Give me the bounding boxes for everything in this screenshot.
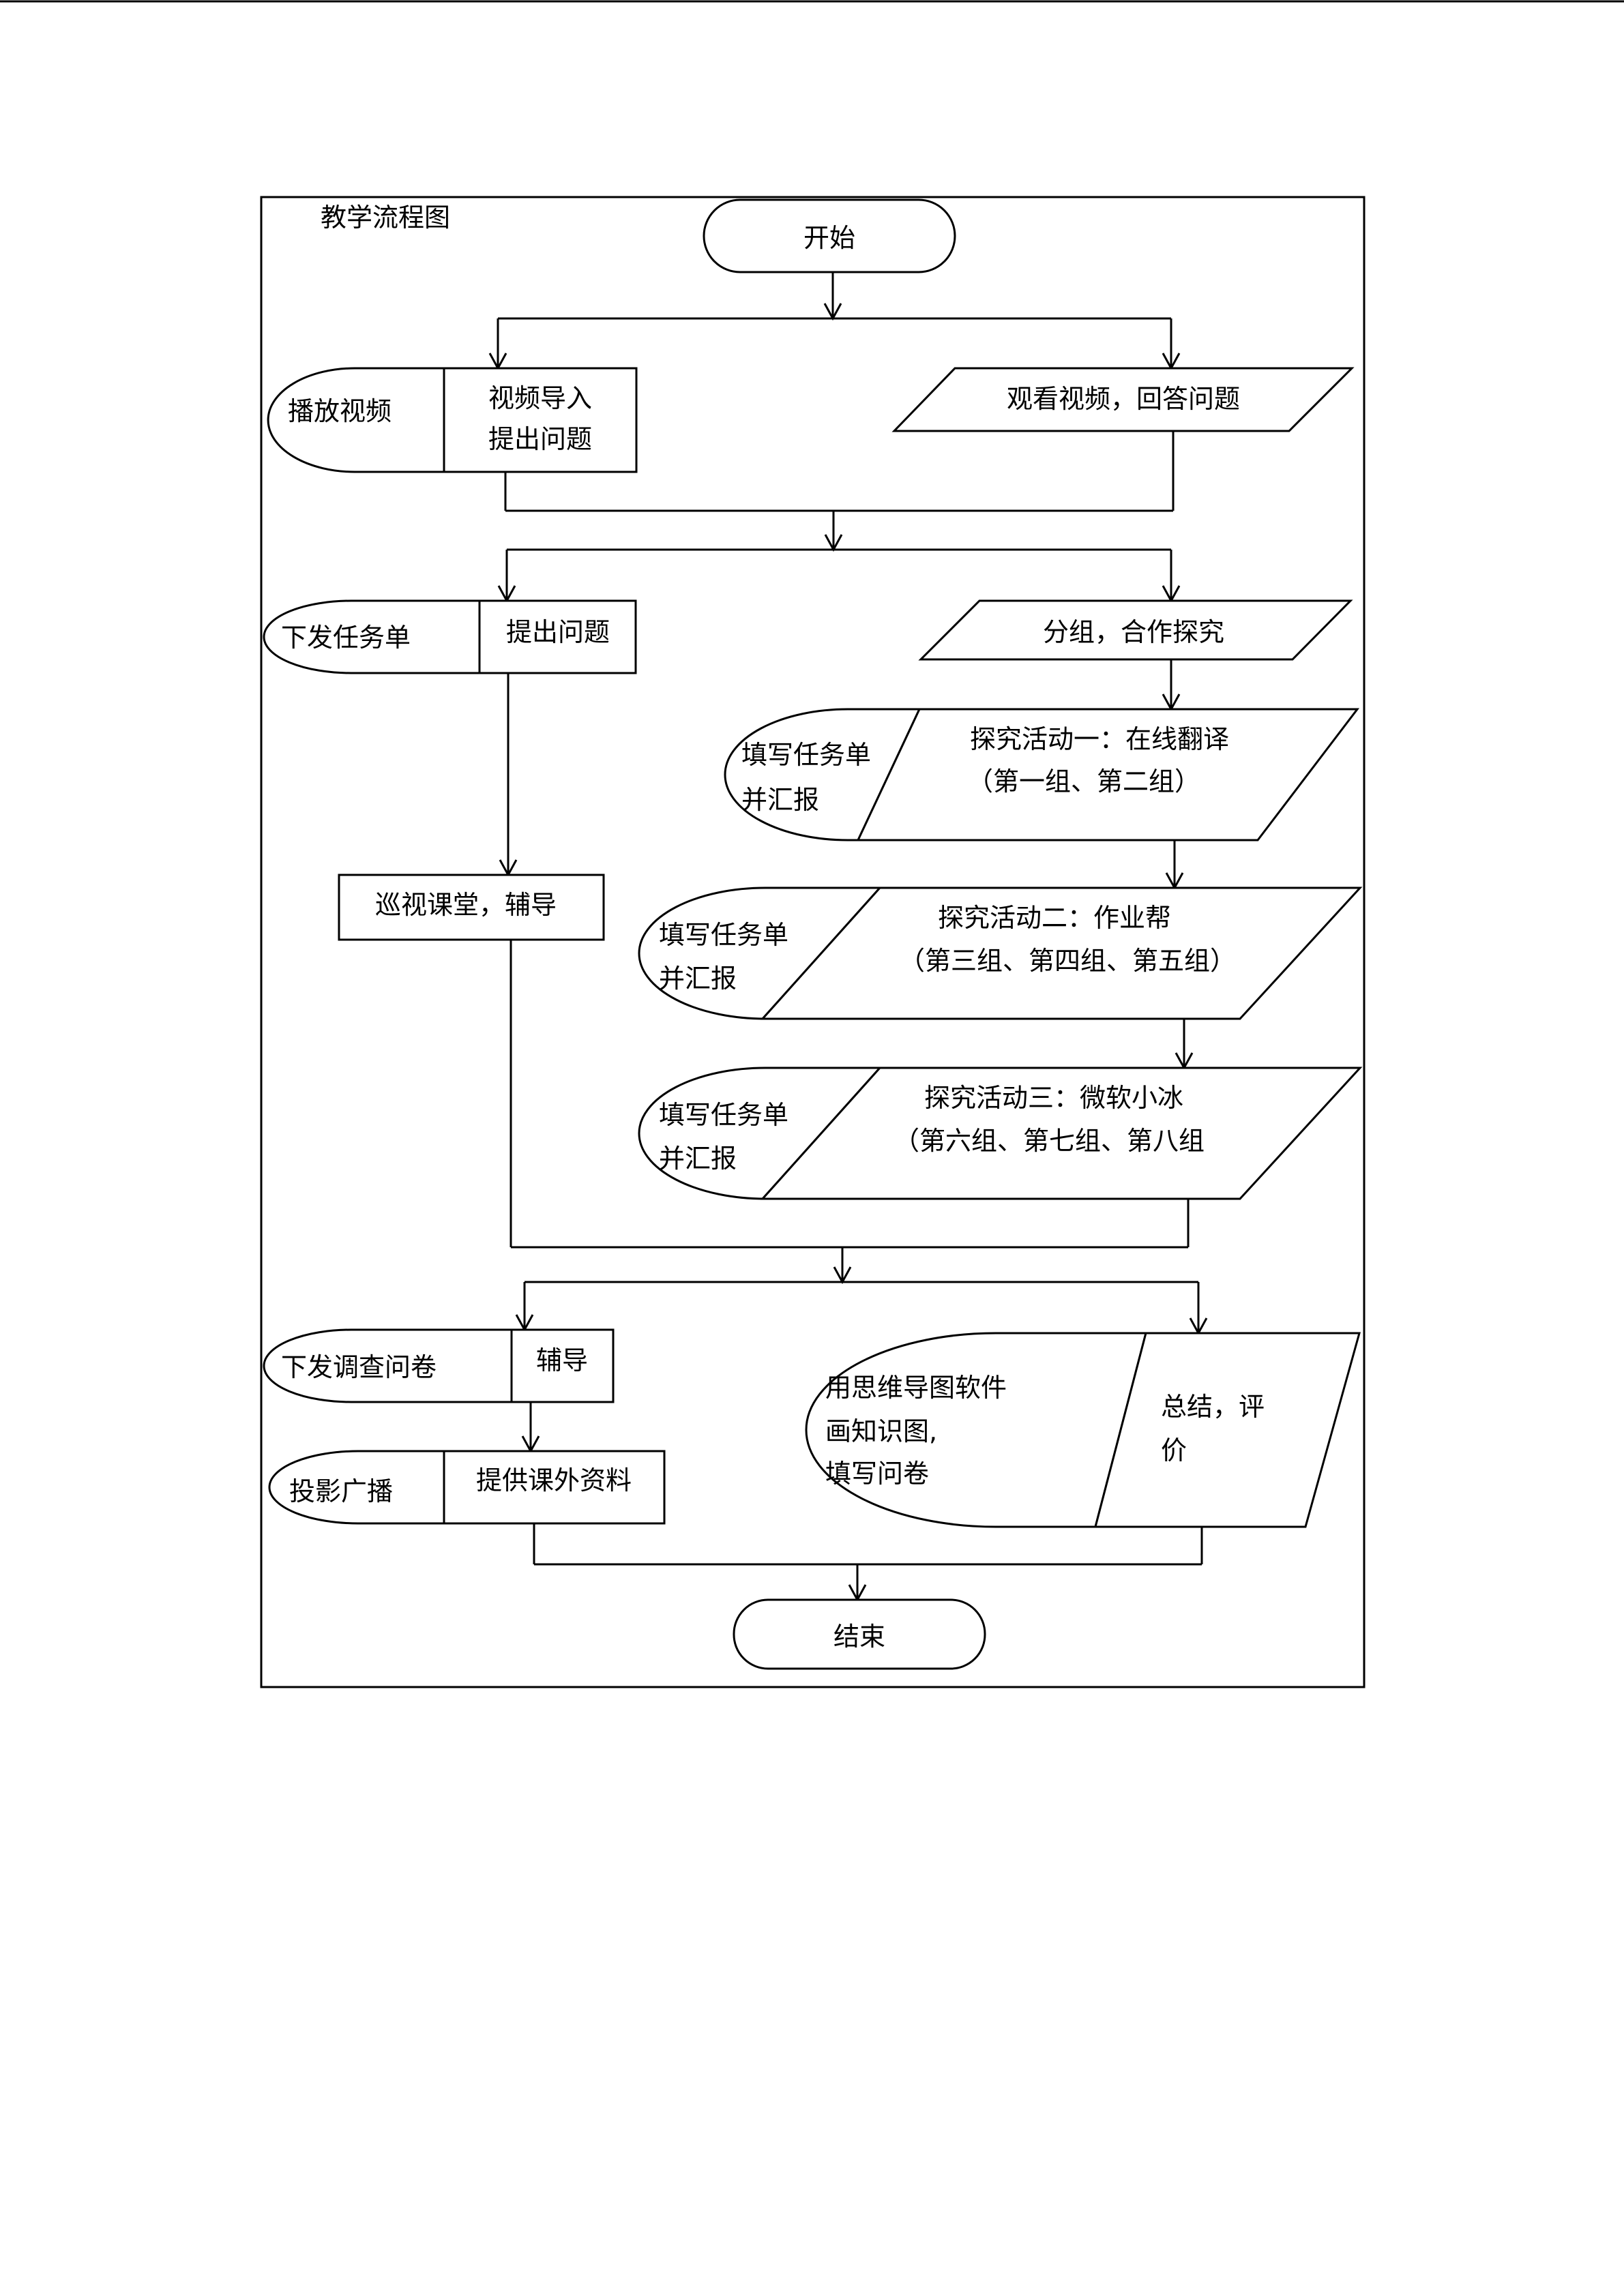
student-summary-line2: 价 [1161,1435,1187,1465]
activity-2-report-oval [638,886,883,1020]
end-terminal [733,1598,986,1670]
teacher-process-box-row6 [443,1450,666,1525]
teacher-action-row6-label: 投影广播 [289,1476,393,1506]
activity-2-right-line1: 探究活动二：作业帮 [938,903,1171,933]
teacher-action-row2-label: 下发任务单 [281,623,411,653]
teacher-tour-label: 巡视课堂，辅导 [375,890,557,920]
activity-3-right-line1: 探究活动三：微软小冰 [924,1083,1183,1113]
teacher-process-box-row2 [478,599,637,674]
teacher-process-row1-line2: 提出问题 [488,424,592,454]
teacher-action-oval-row2 [263,599,481,674]
student-mindmap-line3: 填写问卷 [825,1459,929,1489]
activity-1-right-line2: （第一组、第二组） [967,766,1200,796]
teacher-process-box-row5 [510,1328,615,1403]
activity-3-left-line1: 填写任务单 [659,1100,788,1130]
student-io-row1-label: 观看视频，回答问题 [1007,384,1240,414]
start-terminal [703,198,956,273]
student-mindmap-oval [805,1332,1147,1528]
activity-3-right-line2: （第六组、第七组、第八组 [894,1126,1205,1156]
teacher-action-oval-row1 [267,367,445,473]
teacher-process-row2-label: 提出问题 [506,617,610,647]
teacher-process-box-row1 [443,367,638,473]
student-io-row2 [918,599,1353,661]
activity-1-left-line1: 填写任务单 [741,740,871,770]
activity-1-parallelogram [856,708,1360,841]
student-summary-line1: 总结，评 [1161,1392,1265,1422]
student-mindmap-line2: 画知识图, [825,1416,937,1446]
activity-2-left-line2: 并汇报 [659,964,737,994]
activity-1-right-line1: 探究活动一：在线翻译 [970,724,1229,754]
end-label: 结束 [833,1622,885,1652]
teacher-tour-box [338,874,605,941]
student-mindmap-line1: 用思维导图软件 [825,1373,1007,1403]
activity-3-parallelogram [760,1067,1363,1200]
diagram-title: 教学流程图 [321,203,450,233]
activity-1-report-oval [724,708,921,841]
activity-2-left-line1: 填写任务单 [659,920,788,950]
student-summary-parallelogram [1094,1332,1361,1528]
activity-3-left-line2: 并汇报 [659,1144,737,1174]
activity-2-right-line2: （第三组、第四组、第五组） [899,946,1236,976]
student-io-row1 [891,367,1355,432]
teacher-action-row1-label: 播放视频 [288,396,392,426]
teacher-action-oval-row6 [268,1450,445,1525]
start-label: 开始 [803,223,855,253]
teacher-action-oval-row5 [263,1328,513,1403]
activity-2-parallelogram [760,886,1363,1020]
activity-3-report-oval [638,1067,883,1200]
teacher-process-row6-label: 提供课外资料 [476,1465,632,1495]
teacher-action-row5-label: 下发调查问卷 [281,1352,437,1382]
teacher-process-row1-line1: 视频导入 [488,383,592,413]
student-io-row2-label: 分组，合作探究 [1043,617,1224,647]
activity-1-left-line2: 并汇报 [741,785,819,815]
teacher-process-row5-label: 辅导 [536,1345,588,1375]
